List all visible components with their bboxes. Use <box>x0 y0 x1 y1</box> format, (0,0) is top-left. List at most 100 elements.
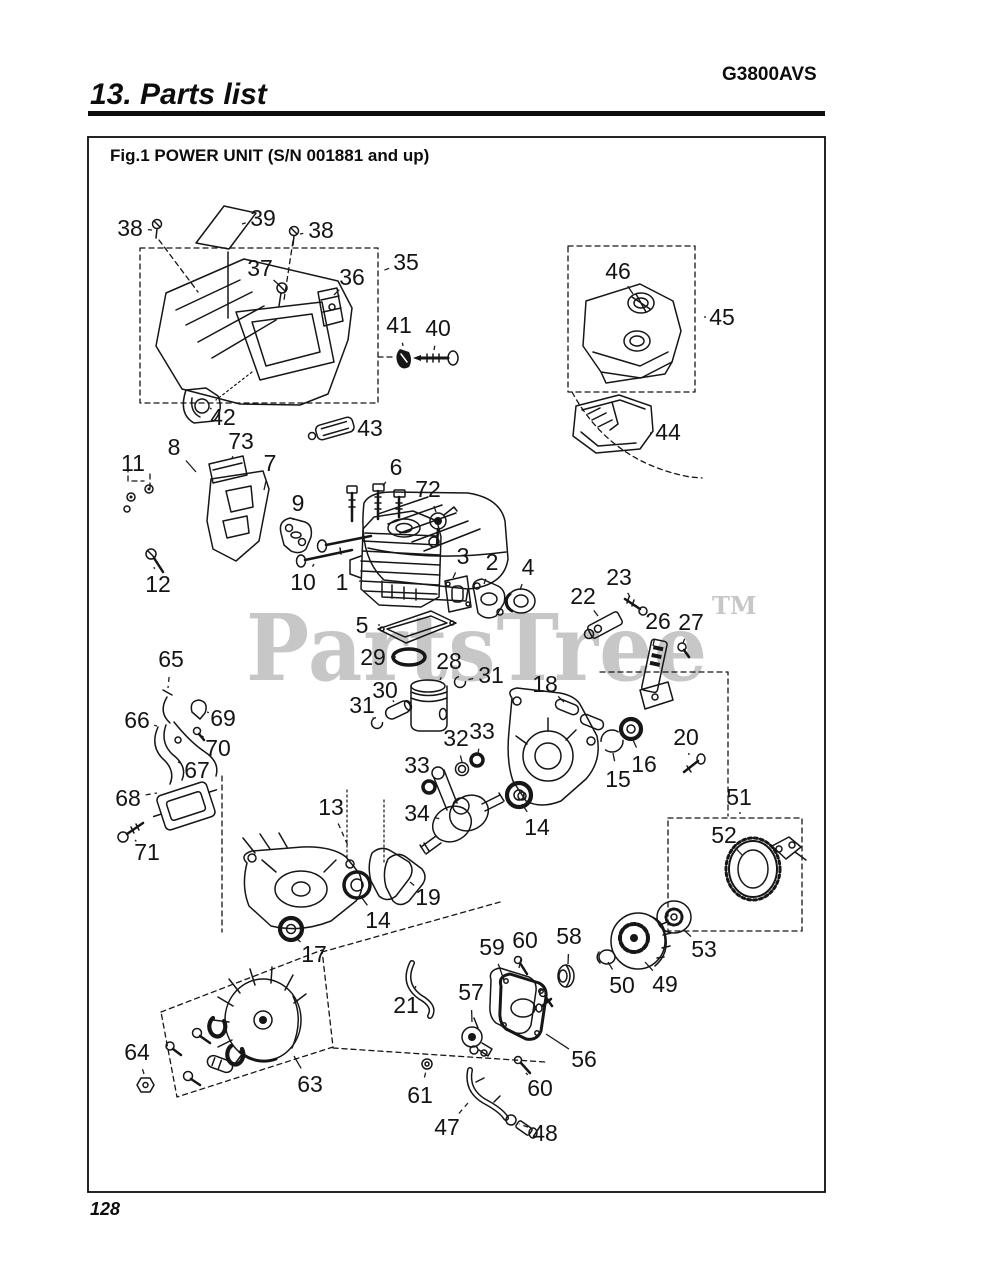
part-number-label: 68 <box>115 785 141 811</box>
watermark-tm: TM <box>712 591 756 620</box>
part-number-label: 50 <box>609 972 635 998</box>
part-number-label: 23 <box>606 564 632 590</box>
part-number-label: 9 <box>292 490 305 516</box>
screw-70 <box>192 726 206 742</box>
page-number: 128 <box>90 1199 120 1219</box>
part-number-label: 22 <box>570 583 596 609</box>
part-number-label: 67 <box>184 757 210 783</box>
part-number-label: 43 <box>357 415 383 441</box>
part-number-label: 53 <box>691 936 717 962</box>
bearing-16 <box>618 716 644 742</box>
clip-31-right <box>453 675 467 689</box>
leader-line <box>273 279 279 285</box>
screws-60 <box>513 955 554 1075</box>
part-number-label: 3 <box>457 543 470 569</box>
leader-line <box>145 792 158 796</box>
chain-guide-26 <box>639 638 674 710</box>
screw-12 <box>145 548 165 574</box>
washer-53 <box>656 900 692 934</box>
oil-pump-57 <box>461 1017 493 1057</box>
leader-line <box>167 676 170 689</box>
leader-line <box>644 961 654 972</box>
connecting-rod <box>431 766 458 811</box>
part-number-label: 49 <box>652 971 678 997</box>
page-title: 13. Parts list <box>90 78 269 111</box>
leader-line <box>557 695 565 703</box>
part-number-label: 7 <box>264 450 277 476</box>
part-number-label: 69 <box>210 705 236 731</box>
part-number-label: 60 <box>527 1075 553 1101</box>
part-number-label: 29 <box>360 644 386 670</box>
part-number-label: 28 <box>436 648 462 674</box>
air-filter-element-44 <box>572 394 654 454</box>
part-number-label: 31 <box>349 692 375 718</box>
part-number-label: 58 <box>556 923 582 949</box>
leader-line <box>521 803 528 813</box>
leader-line <box>433 505 437 513</box>
knob-46 <box>627 292 655 314</box>
decomp-valve-72 <box>429 506 458 547</box>
piston-28 <box>410 679 448 732</box>
bracket-42 <box>182 387 221 424</box>
part-number-label: 18 <box>532 671 558 697</box>
bolts-10 <box>295 534 373 568</box>
part-number-label: 71 <box>134 839 160 865</box>
leader-line <box>518 1123 529 1128</box>
leader-line <box>525 1072 529 1076</box>
plug-wire-65 <box>162 689 173 724</box>
part-number-label: 38 <box>308 217 334 243</box>
leader-line <box>311 563 315 567</box>
leader-line <box>209 407 212 410</box>
part-number-label: 27 <box>678 609 704 635</box>
leader-line <box>433 345 436 351</box>
leader-line <box>361 897 368 906</box>
part-number-label: 38 <box>117 215 143 241</box>
bolts-6 <box>346 483 406 523</box>
leader-line <box>627 285 634 295</box>
construction-lines <box>127 239 803 1098</box>
leader-line <box>607 961 614 970</box>
leader-line <box>518 957 522 969</box>
leader-line <box>413 985 417 990</box>
part-number-label: 61 <box>407 1082 433 1108</box>
tensioner-43 <box>307 416 355 441</box>
leader-line <box>337 823 350 849</box>
leader-line <box>333 289 340 296</box>
part-number-label: 44 <box>655 419 681 445</box>
leader-line <box>382 481 387 487</box>
part-number-label: 11 <box>121 450 145 476</box>
part-number-label: 2 <box>486 549 499 575</box>
part-number-label: 72 <box>415 476 441 502</box>
screw-27 <box>677 642 691 659</box>
part-number-label: 51 <box>726 784 752 810</box>
clip-69 <box>190 699 207 720</box>
part-number-label: 70 <box>205 735 231 761</box>
part-number-label: 14 <box>524 814 550 840</box>
part-number-label: 26 <box>645 608 671 634</box>
bolt-20 <box>682 753 706 774</box>
leader-line <box>206 711 210 714</box>
leader-line <box>483 578 487 585</box>
bearing-14-left <box>342 870 372 900</box>
part-number-label: 17 <box>301 941 327 967</box>
wires-66-67 <box>154 721 218 785</box>
part-number-label: 14 <box>365 907 391 933</box>
leader-line <box>632 739 638 748</box>
leader-line <box>241 222 246 225</box>
air-cleaner-cover-45 <box>582 283 682 384</box>
pawl-bracket-51-parts <box>771 836 807 861</box>
oil-seal-14-right <box>504 780 534 810</box>
plate-36 <box>317 287 344 327</box>
figure-title: Fig.1 POWER UNIT (S/N 001881 and up) <box>110 146 429 165</box>
leader-line <box>392 700 395 703</box>
part-number-label: 37 <box>247 255 273 281</box>
cylinder-1 <box>349 510 442 608</box>
watermark: PartsTree <box>246 594 708 702</box>
fitting-48 <box>505 1114 538 1139</box>
piston-pin-30 <box>384 699 413 720</box>
part-number-label: 56 <box>571 1046 597 1072</box>
part-number-label: 32 <box>443 725 469 751</box>
part-number-label: 1 <box>336 569 349 595</box>
leader-line <box>593 610 599 617</box>
